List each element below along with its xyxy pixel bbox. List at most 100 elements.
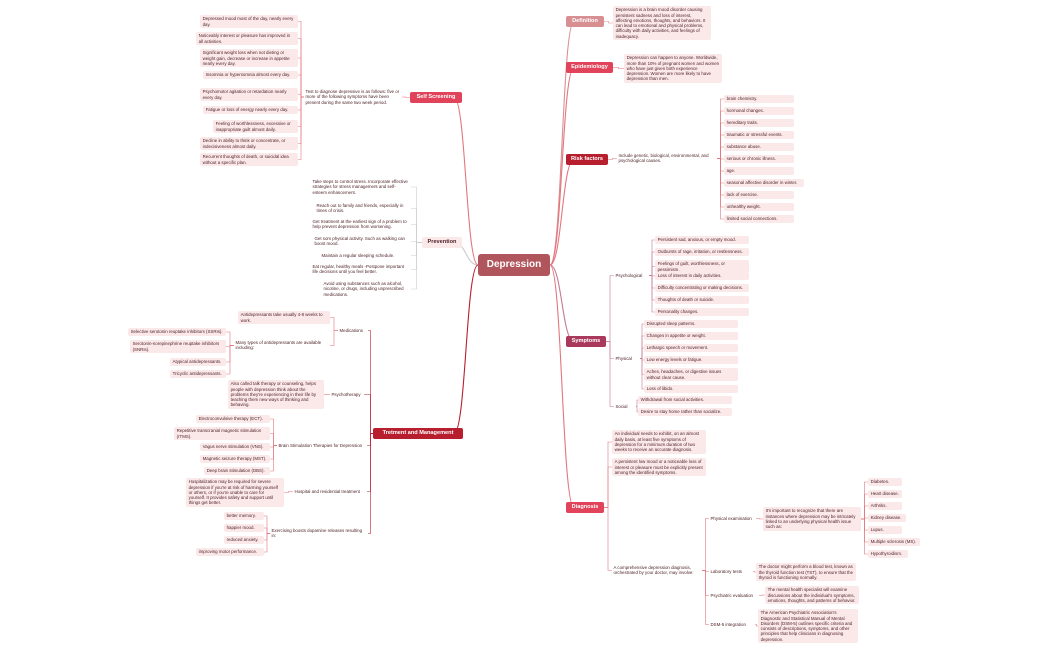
node-dg2[interactable]: A persistent low mood or a noticeable lo… xyxy=(612,458,706,477)
node-pe1[interactable]: Diabetes. xyxy=(868,478,902,486)
node-e3[interactable]: reduced anxiety. xyxy=(224,536,264,544)
node-ph4[interactable]: Low energy levels or fatigue. xyxy=(644,356,738,364)
node-pv6[interactable]: Eat regular, healthy meals -Postpone imp… xyxy=(312,264,405,275)
node-ss6[interactable]: Fatigue or loss of energy nearly every d… xyxy=(203,106,298,114)
node-ss4[interactable]: Insomnia or hypersomnia almost every day… xyxy=(203,71,298,79)
node-bst[interactable]: Brain Stimulation Therapies for Depressi… xyxy=(278,443,363,448)
node-pe7[interactable]: Hypothyroidism. xyxy=(868,550,908,558)
node-self[interactable]: Self Screening xyxy=(410,92,462,103)
central-topic-depression[interactable]: Depression xyxy=(478,254,550,276)
node-phys[interactable]: Physical xyxy=(615,356,632,361)
node-ex[interactable]: Exercising boosts dopamine releases resu… xyxy=(271,528,363,539)
node-s2[interactable]: Desire to stay home rather than socializ… xyxy=(638,408,732,416)
node-md2b[interactable]: Serotonin-norepinephrine reuptake inhibi… xyxy=(130,340,226,354)
node-md2c[interactable]: Atypical antidepressants. xyxy=(170,358,226,366)
node-hosp-text[interactable]: Hospitalization may be required for seve… xyxy=(186,478,284,508)
node-pv1[interactable]: Take steps to control stress. Incorporat… xyxy=(312,179,408,195)
node-ph1[interactable]: Disrupted sleep patterns. xyxy=(644,320,738,328)
node-pv2[interactable]: Reach out to family and friends, especia… xyxy=(316,203,404,214)
node-p2[interactable]: Outbursts of rage, irritation, or restle… xyxy=(655,248,749,256)
node-lab-text[interactable]: The doctor might perform a blood test, k… xyxy=(756,563,856,582)
node-ss8[interactable]: Decline in ability to think or concentra… xyxy=(200,137,298,151)
node-pv4[interactable]: Get som physical activity. Such as walki… xyxy=(314,236,405,247)
node-pse[interactable]: Psychiatric evaluation xyxy=(710,593,753,598)
node-ph5[interactable]: Aches, headaches, or digestive issues wi… xyxy=(644,368,738,382)
node-md1[interactable]: Antidepressants take usually 4-8 weeks t… xyxy=(238,311,330,325)
node-psy[interactable]: Psychotherapy xyxy=(331,392,361,397)
node-r10[interactable]: unhealthy weight. xyxy=(724,203,794,211)
node-ss3[interactable]: Significant weight loss when not dieting… xyxy=(200,49,298,68)
node-dg3[interactable]: A comprehensive depression diagnosis, or… xyxy=(613,565,694,576)
node-ph6[interactable]: Loss of libido. xyxy=(644,385,738,393)
node-r6[interactable]: serious or chronic illness. xyxy=(724,155,794,163)
node-dsm[interactable]: DSM-5 integration xyxy=(710,622,746,627)
node-prevention[interactable]: Prevention xyxy=(422,237,462,248)
node-p1[interactable]: Persistent sad, anxious, or empty mood. xyxy=(655,236,749,244)
node-ss5[interactable]: Psychomotor agitation or retardation nea… xyxy=(200,88,298,102)
branch-treatment xyxy=(453,264,479,435)
node-md2d[interactable]: Tricyclic antidepressants. xyxy=(170,370,226,378)
node-pse-text[interactable]: The mental health specialist will examin… xyxy=(765,586,859,605)
node-risk-text[interactable]: Include genetic, biological, environment… xyxy=(618,153,709,164)
node-ph2[interactable]: Changes in appetite or weight. xyxy=(644,332,738,340)
node-p5[interactable]: Difficulty concentrating or making decis… xyxy=(655,284,749,292)
node-pe-text[interactable]: It's important to recognize that there a… xyxy=(763,507,861,531)
node-r5[interactable]: substance abuse. xyxy=(724,143,794,151)
node-b1[interactable]: Electroconvulsive therapy (ECT). xyxy=(196,415,270,423)
node-e4[interactable]: improving motor performance. xyxy=(196,548,264,556)
node-ss2[interactable]: Noticeably interest or pleasure has impr… xyxy=(196,32,298,46)
node-e2[interactable]: happier mood. xyxy=(224,524,264,532)
node-epidemiology[interactable]: Epidemiology xyxy=(566,62,613,73)
node-self-text[interactable]: Test to diagnose depressive is as follow… xyxy=(305,89,400,105)
node-r2[interactable]: hormonal changes. xyxy=(724,107,794,115)
node-hosp[interactable]: Hospital and residential treatment xyxy=(294,489,360,494)
node-md2[interactable]: Many types of antidepressants are availa… xyxy=(235,340,322,351)
node-r4[interactable]: traumatic or stressful events. xyxy=(724,131,794,139)
node-r9[interactable]: lack of exercise. xyxy=(724,191,794,199)
node-pv7[interactable]: Avoid using substances such as alcohol, … xyxy=(323,281,404,297)
node-risk[interactable]: Risk factors xyxy=(566,154,608,165)
node-pe6[interactable]: Multiple sclerosis (MS). xyxy=(868,538,920,546)
node-psych[interactable]: Psychological xyxy=(615,273,643,278)
node-ss9[interactable]: Recurrent thoughts of death, or suicidal… xyxy=(200,153,298,167)
node-b3[interactable]: Vagus nerve stimulation (VNS). xyxy=(200,443,270,451)
node-r11[interactable]: limited social connections. xyxy=(724,215,794,223)
node-definition[interactable]: Definition xyxy=(566,16,604,27)
node-b4[interactable]: Magnetic seizure therapy (MST). xyxy=(200,455,270,463)
node-psy-text[interactable]: Also called talk therapy or counseling, … xyxy=(228,380,324,410)
node-med[interactable]: Medications xyxy=(339,328,363,333)
node-ss1[interactable]: Depressed mood most of the day, nearly e… xyxy=(200,15,298,29)
node-pe2[interactable]: Heart disease. xyxy=(868,490,902,498)
node-r3[interactable]: hereditary traits. xyxy=(724,119,794,127)
node-pv5[interactable]: Maintain a regular sleeping schedule. xyxy=(321,253,395,258)
node-pe3[interactable]: Arthritis. xyxy=(868,502,902,510)
node-r8[interactable]: seasonal affective disorder in winter. xyxy=(724,179,804,187)
node-b5[interactable]: Deep brain stimulation (DBS). xyxy=(204,467,270,475)
node-p6[interactable]: Thoughts of death or suicide. xyxy=(655,296,749,304)
node-symptoms[interactable]: Symptoms xyxy=(566,336,606,347)
node-treatment[interactable]: Tretment and Management xyxy=(373,428,463,439)
node-def-text[interactable]: Depression is a brain mood disorder caus… xyxy=(613,6,711,41)
node-epi-text[interactable]: Depression can happen to anyone. Worldwi… xyxy=(624,54,722,84)
node-social[interactable]: Social xyxy=(615,404,628,409)
node-ph3[interactable]: Lethargic speech or movement. xyxy=(644,344,738,352)
node-e1[interactable]: better memory. xyxy=(224,512,264,520)
node-r7[interactable]: age. xyxy=(724,167,794,175)
node-lab[interactable]: Laboratory tests xyxy=(710,569,742,574)
node-p4[interactable]: Loss of interest in daily activities. xyxy=(655,272,749,280)
node-diagnosis[interactable]: Diagnosis xyxy=(566,502,604,513)
node-s1[interactable]: Withdrawal from social activities. xyxy=(638,396,732,404)
node-pe4[interactable]: Kidney disease. xyxy=(868,514,906,522)
node-dsm-text[interactable]: The American Psychiatric Association's D… xyxy=(758,609,858,644)
node-ss7[interactable]: Feeling of worthlessness, excessive or i… xyxy=(213,120,298,134)
connector-psych xyxy=(606,275,614,342)
node-pe5[interactable]: Lupus. xyxy=(868,526,902,534)
node-md2a[interactable]: Selective serotonin reuptake inhibitors … xyxy=(128,328,226,336)
node-pv3[interactable]: Get treatment at the earliest sign of a … xyxy=(312,219,407,230)
node-b2[interactable]: Repetitive transcranial magnetic stimula… xyxy=(174,427,270,441)
node-dg1[interactable]: An individual needs to exhibit, on an al… xyxy=(612,430,706,454)
node-pe[interactable]: Physical examination xyxy=(710,516,752,521)
node-p7[interactable]: Personality changes. xyxy=(655,308,749,316)
node-p3[interactable]: Feelings of guilt, worthlessness, or pes… xyxy=(655,260,749,274)
node-r1[interactable]: brain chemistry. xyxy=(724,95,794,103)
